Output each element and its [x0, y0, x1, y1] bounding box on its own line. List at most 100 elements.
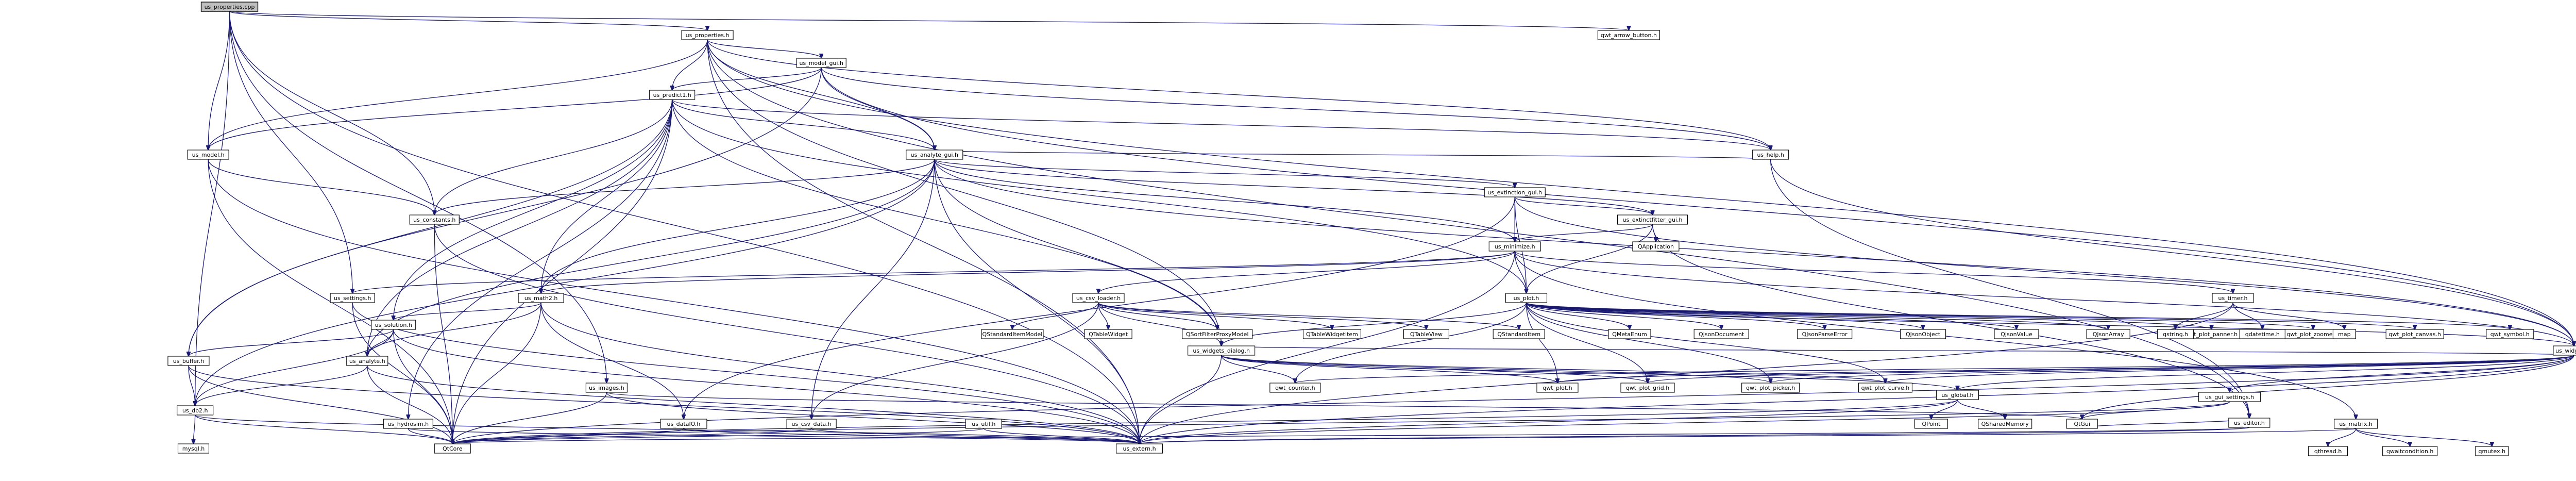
file-node[interactable]: QTableView [1403, 329, 1449, 339]
file-node[interactable]: us_buffer.h [167, 356, 210, 366]
file-node[interactable]: us_hydrosim.h [383, 419, 433, 429]
file-node[interactable]: qwt_plot_canvas.h [2385, 329, 2444, 339]
node-box [1994, 329, 2039, 339]
file-node[interactable]: qwaitcondition.h [2382, 446, 2438, 456]
file-node[interactable]: QSharedMemory [1978, 419, 2032, 429]
file-node[interactable]: QStandardItemModel [981, 329, 1044, 339]
file-node[interactable]: us_images.h [585, 383, 628, 393]
file-node[interactable]: QTableWidgetItem [1302, 329, 1362, 339]
file-node[interactable]: map [2332, 329, 2356, 339]
file-node[interactable]: qwt_plot.h [1536, 383, 1579, 393]
include-edge [1514, 196, 2574, 346]
node-box [649, 90, 696, 100]
file-node[interactable]: QJsonDocument [1693, 329, 1749, 339]
node-box [2332, 329, 2356, 339]
file-node[interactable]: mysql.h [177, 443, 210, 454]
file-node[interactable]: QJsonObject [1900, 329, 1946, 339]
file-node[interactable]: us_dataIO.h [660, 419, 707, 429]
node-box [330, 293, 375, 303]
file-node[interactable]: qdatetime.h [2239, 329, 2285, 339]
file-node[interactable]: us_widgets_dialog.h [1188, 345, 1256, 356]
file-node[interactable]: us_extern.h [1116, 443, 1163, 454]
file-node[interactable]: QtCore [434, 443, 471, 454]
include-edge [208, 11, 230, 150]
file-node[interactable]: QPoint [1914, 419, 1948, 429]
file-node[interactable]: us_solution.h [371, 320, 416, 330]
include-edge [983, 428, 1139, 444]
file-node[interactable]: us_gui_settings.h [2198, 392, 2261, 402]
node-box [1072, 293, 1125, 303]
node-box [1752, 150, 1789, 160]
include-edge [2328, 428, 2357, 446]
file-node[interactable]: us_db2.h [177, 405, 214, 416]
file-node[interactable]: us_model.h [187, 150, 229, 160]
file-node[interactable]: us_plot.h [1505, 293, 1548, 303]
file-node[interactable]: qthread.h [2308, 446, 2348, 456]
file-node[interactable]: QJsonArray [2086, 329, 2130, 339]
file-node[interactable]: us_predict1.h [649, 90, 696, 100]
file-node[interactable]: qwt_plot_picker.h [1741, 383, 1800, 393]
file-node[interactable]: us_editor.h [2228, 418, 2270, 428]
file-node[interactable]: us_global.h [1936, 390, 1979, 400]
node-label: qwt_plot_curve.h [1861, 385, 1910, 391]
include-edge [208, 159, 434, 215]
include-edge [934, 159, 1140, 444]
include-edge [1515, 224, 1653, 242]
node-label: qwt_counter.h [1275, 385, 1315, 391]
file-node[interactable]: qwt_counter.h [1269, 383, 1321, 393]
file-node[interactable]: QSortFilterProxyModel [1182, 329, 1253, 339]
node-label: qdatetime.h [2245, 331, 2280, 338]
include-edge [934, 159, 2574, 346]
include-edge [1526, 302, 1557, 383]
file-node[interactable]: us_csv_loader.h [1072, 293, 1125, 303]
node-label: us_timer.h [2218, 295, 2247, 302]
file-node[interactable]: QTableWidget [1084, 329, 1132, 339]
node-box [2334, 419, 2378, 429]
file-node[interactable]: us_widgets.h [2553, 345, 2576, 356]
node-label: qwt_plot_grid.h [1626, 385, 1669, 391]
node-label: qthread.h [2314, 448, 2342, 455]
file-node[interactable]: qwt_plot_panner.h [2182, 329, 2241, 339]
include-edge [452, 428, 812, 444]
file-node[interactable]: us_timer.h [2212, 293, 2254, 303]
file-node[interactable]: qwt_plot_grid.h [1620, 383, 1675, 393]
file-node[interactable]: us_matrix.h [2334, 419, 2378, 429]
file-node[interactable]: us_help.h [1752, 150, 1789, 160]
file-node[interactable]: qwt_plot_curve.h [1858, 383, 1912, 393]
file-node[interactable]: QStandardItem [1493, 329, 1545, 339]
file-node[interactable]: us_math2.h [518, 293, 564, 303]
file-node[interactable]: QtGui [2066, 419, 2098, 429]
file-node[interactable]: QJsonValue [1994, 329, 2039, 339]
include-edge [1557, 355, 2574, 383]
include-edge [189, 67, 822, 356]
node-box [177, 405, 214, 416]
include-edge [367, 365, 1140, 444]
file-node[interactable]: qwt_arrow_button.h [1597, 30, 1660, 40]
include-edge [352, 251, 1515, 293]
file-node[interactable]: qwt_symbol.h [2486, 329, 2534, 339]
include-edge [2355, 428, 2492, 446]
file-node[interactable]: QApplication [1632, 241, 1680, 252]
file-node[interactable]: us_util.h [965, 419, 1002, 429]
file-node[interactable]: QMetaEnum [1608, 329, 1651, 339]
file-node[interactable]: us_properties.h [681, 30, 734, 40]
file-node[interactable]: us_minimize.h [1488, 241, 1541, 252]
file-node[interactable]: qmutex.h [2475, 446, 2509, 456]
file-node[interactable]: us_csv_data.h [786, 419, 837, 429]
file-node[interactable]: QJsonParseError [1797, 329, 1853, 339]
file-node[interactable]: us_constants.h [409, 214, 460, 225]
file-node[interactable]: us_model_gui.h [796, 58, 846, 68]
file-node[interactable]: qstring.h [2157, 329, 2194, 339]
include-edge [1931, 399, 1958, 419]
file-node[interactable]: us_extinctfitter_gui.h [1617, 214, 1688, 225]
node-label: us_util.h [972, 421, 995, 427]
node-label: us_analyte.h [349, 358, 385, 364]
include-edge [352, 302, 1139, 444]
file-node[interactable]: us_settings.h [330, 293, 375, 303]
node-box [1302, 329, 1362, 339]
file-node[interactable]: us_analyte_gui.h [906, 150, 963, 160]
file-node[interactable]: us_analyte.h [346, 356, 388, 366]
file-node[interactable]: us_extinction_gui.h [1484, 187, 1546, 197]
include-edge [1295, 355, 2574, 383]
